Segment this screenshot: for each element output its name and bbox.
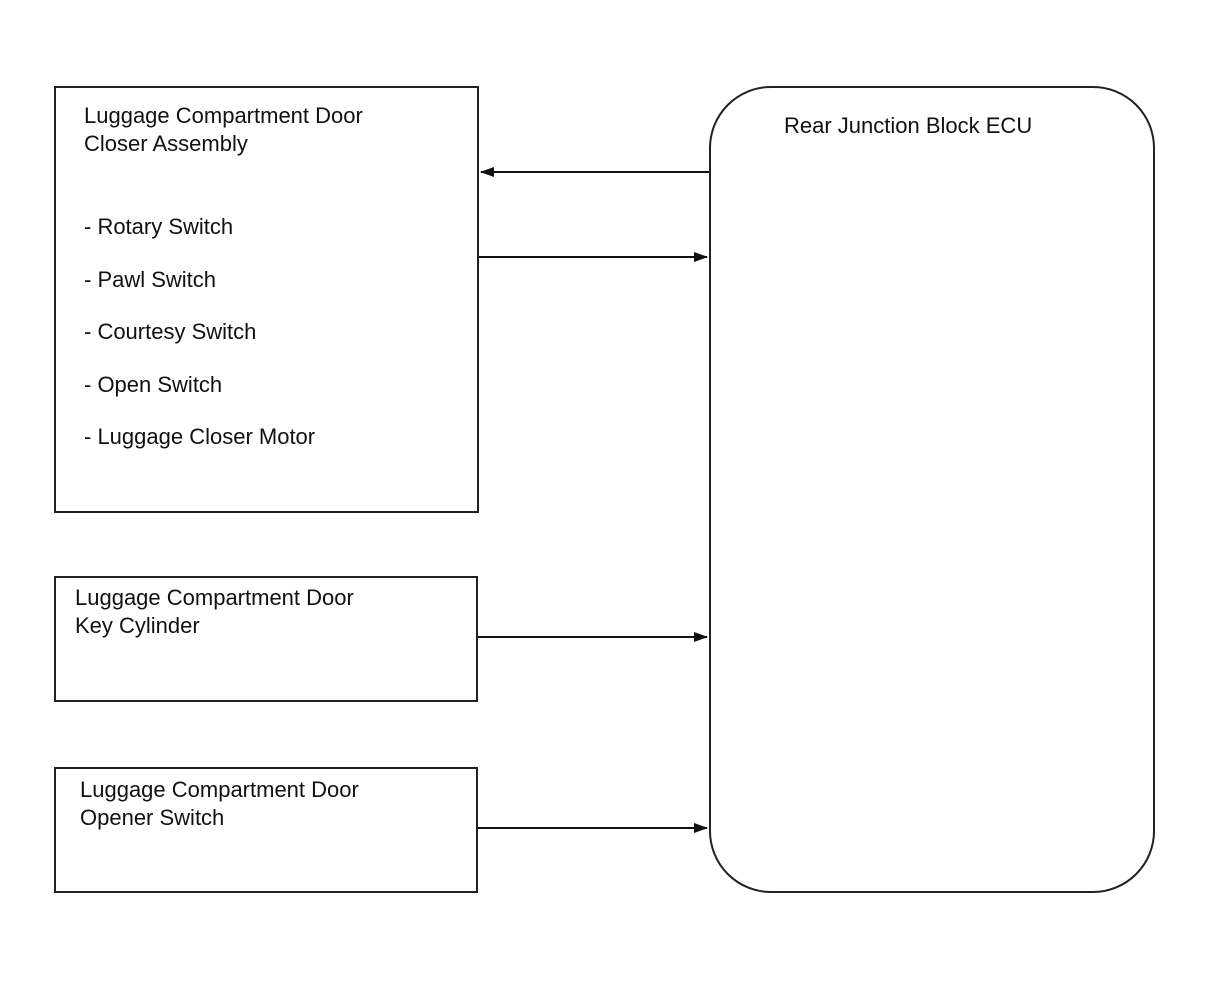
component-open-switch: - Open Switch xyxy=(84,371,223,397)
ecu-box: Rear Junction Block ECU xyxy=(709,86,1155,893)
key-cylinder-title-line1: Luggage Compartment Door xyxy=(75,585,354,610)
key-cylinder-title: Luggage Compartment Door Key Cylinder xyxy=(75,584,354,640)
component-luggage-closer-motor: - Luggage Closer Motor xyxy=(84,424,316,449)
key-cylinder-title-line2: Key Cylinder xyxy=(75,613,200,638)
ecu-title: Rear Junction Block ECU xyxy=(784,113,1033,138)
closer-assembly-title-line2: Closer Assembly xyxy=(84,131,248,156)
opener-switch-title-line1: Luggage Compartment Door xyxy=(80,777,359,802)
closer-components-list: - Rotary Switch - Pawl Switch - Courtesy… xyxy=(84,213,315,476)
key-cylinder-box: Luggage Compartment Door Key Cylinder xyxy=(54,576,478,702)
component-courtesy-switch: - Courtesy Switch xyxy=(84,319,257,344)
closer-assembly-box: Luggage Compartment Door Closer Assembly… xyxy=(54,86,479,513)
closer-assembly-title: Luggage Compartment Door Closer Assembly xyxy=(84,102,363,158)
component-pawl-switch: - Pawl Switch xyxy=(84,266,217,292)
component-rotary-switch: - Rotary Switch xyxy=(84,214,234,239)
closer-assembly-title-line1: Luggage Compartment Door xyxy=(84,103,363,128)
opener-switch-title-line2: Opener Switch xyxy=(80,805,225,830)
opener-switch-title: Luggage Compartment Door Opener Switch xyxy=(80,776,359,832)
opener-switch-box: Luggage Compartment Door Opener Switch xyxy=(54,767,478,893)
